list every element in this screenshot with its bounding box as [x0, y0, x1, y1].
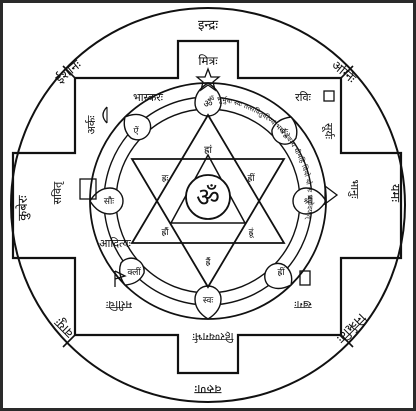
- planet-left-upper: अर्कः: [85, 115, 98, 135]
- petal-syllable: ॐ: [203, 98, 212, 110]
- petal-syllable: क्लीं: [127, 266, 141, 278]
- square-icon: [323, 90, 335, 102]
- downward-triangle: [130, 158, 286, 289]
- star-syllable: ह्रूं: [249, 227, 255, 238]
- star-syllable: ह्रैं: [206, 256, 211, 268]
- triangle-icon: [324, 184, 339, 206]
- bow-icon: [102, 106, 108, 124]
- petal-syllable: स्वः: [203, 296, 214, 306]
- square-icon: [299, 270, 311, 286]
- planet-bottom: हिरण्यगर्भः: [192, 330, 234, 343]
- petal-syllable: श्रीं: [304, 195, 313, 207]
- planet-bottom-left: मरीचिः: [105, 298, 132, 311]
- yantra-diagram: ॐ भूः श्रीं ह्रीं स्वः क्लीं सौः ऐं ॐ भू…: [10, 7, 406, 403]
- lotus-petal-icon: [123, 113, 152, 141]
- corner-line: [340, 334, 354, 348]
- lotus-petal-icon: [89, 187, 124, 215]
- direction-top-right: अग्निः: [328, 57, 359, 87]
- planet-top: मित्रः: [198, 54, 218, 68]
- lotus-petal-icon: [271, 116, 298, 145]
- planet-bottom-right: खगः: [294, 298, 312, 311]
- petal-syllable: भूः: [280, 128, 288, 138]
- direction-top-left: ईशानः: [52, 56, 84, 87]
- direction-left: कुबेरः: [15, 195, 31, 221]
- star-syllable: ह्रौं: [161, 226, 169, 238]
- petal-syllable: सौः: [104, 195, 114, 207]
- direction-top: इन्द्रः: [198, 18, 218, 33]
- om-symbol: ॐ: [196, 183, 220, 213]
- planet-top-left: भास्करः: [133, 91, 164, 104]
- rectangle-icon: [79, 178, 97, 200]
- star-syllable: ह्रः: [162, 174, 169, 184]
- flag-icon: [114, 270, 127, 287]
- planet-left: सवितृ: [51, 181, 64, 205]
- outer-circle: [10, 7, 406, 403]
- planet-right-upper: सूर्यः: [321, 123, 335, 140]
- star-syllable: ह्रीं: [247, 172, 255, 184]
- upward-triangle: [130, 113, 286, 244]
- direction-right: यमः: [387, 184, 402, 202]
- planet-left-lower: आदित्यः: [99, 237, 132, 250]
- petal-syllable: ह्रीं: [277, 266, 285, 278]
- direction-bottom: वरुणः: [194, 381, 221, 396]
- petal-syllable: ऐं: [134, 125, 140, 137]
- lotus-petal-icon: [264, 262, 293, 290]
- corner-line: [62, 334, 76, 348]
- star-syllable: ह्रां: [204, 144, 212, 156]
- planet-right: भानुः: [348, 180, 361, 200]
- bindu-circle: [185, 174, 231, 220]
- corner-line: [340, 65, 354, 79]
- planet-top-right: रविः: [295, 91, 311, 104]
- corner-line: [62, 65, 76, 79]
- star-icon: [195, 67, 221, 92]
- lotus-petal-icon: [118, 257, 145, 286]
- lotus-petal-icon: [292, 187, 327, 215]
